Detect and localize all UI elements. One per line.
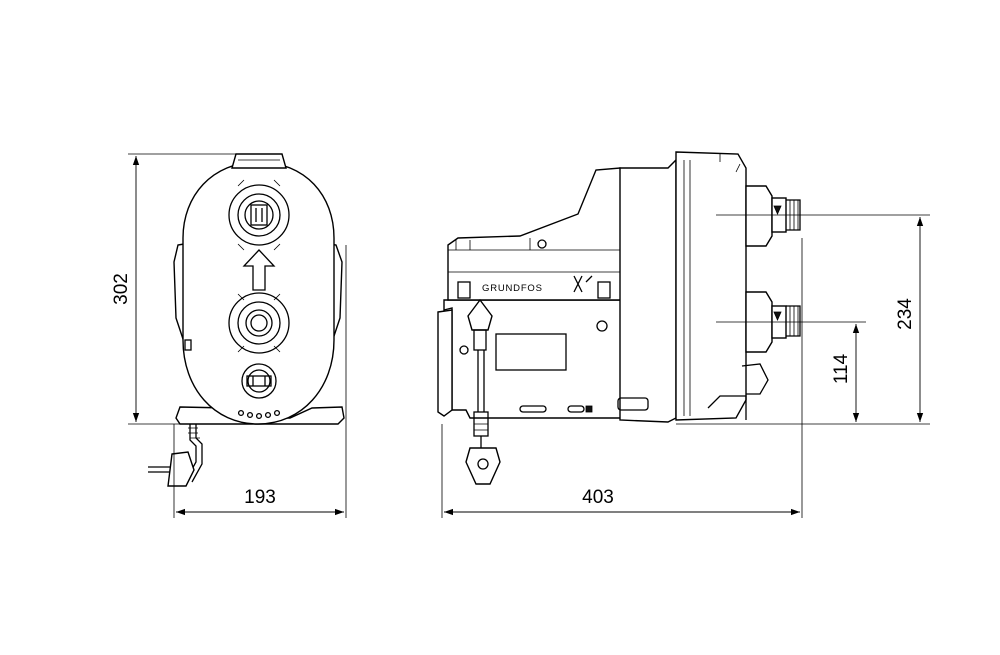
vent-holes: [237, 409, 281, 420]
front-view: [148, 153, 345, 487]
nameplate: [495, 333, 567, 371]
grundfos-logo-icon: [573, 275, 593, 293]
dimension-inlet-height: 114: [716, 321, 866, 422]
dimension-front-width: 193: [173, 245, 347, 518]
power-cable-side: [465, 298, 501, 485]
power-cable-front: [148, 424, 203, 487]
side-view: GRUNDFOS: [437, 151, 801, 485]
grundfos-logo-text: GRUNDFOS: [482, 283, 543, 294]
inlet-port-front: [228, 292, 290, 354]
dim-label-302: 302: [111, 273, 132, 305]
dimension-front-height: 302: [111, 153, 240, 425]
dimension-side-length: 403: [441, 238, 803, 518]
dimension-outlet-height: 234: [676, 214, 930, 425]
flow-direction-arrow: [242, 249, 276, 291]
drain-plug-front: [241, 363, 277, 399]
outlet-port-side: [745, 185, 801, 247]
dim-label-114: 114: [831, 353, 852, 384]
outlet-port-front: [228, 179, 290, 251]
dim-label-193: 193: [244, 487, 276, 508]
dim-label-403: 403: [582, 487, 614, 508]
dim-label-234: 234: [895, 298, 916, 330]
